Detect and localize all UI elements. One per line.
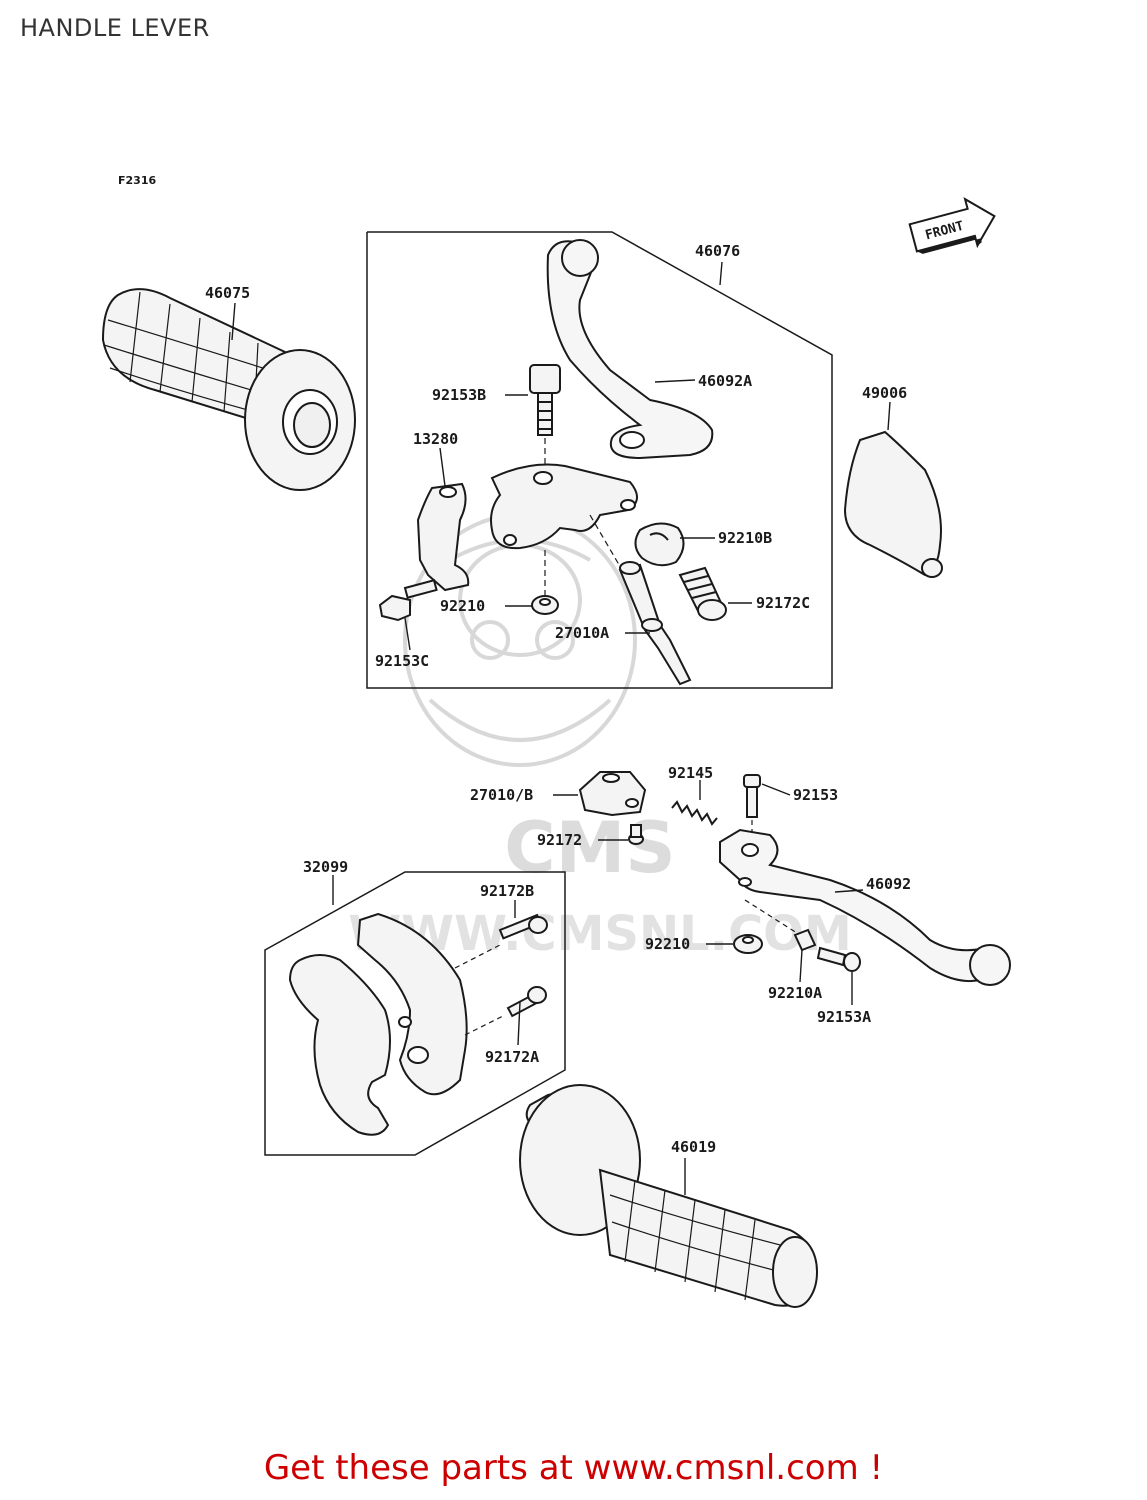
top-group-box (366, 231, 833, 689)
label-92153c: 92153C (375, 652, 429, 670)
bottom-group-box (264, 871, 566, 1156)
bracket-13280 (416, 482, 470, 592)
cable-switch-27010a (618, 561, 692, 686)
label-32099: 32099 (303, 858, 348, 876)
label-92145: 92145 (668, 764, 713, 782)
throttle-housing (288, 912, 468, 1136)
lever-holder (490, 463, 638, 550)
label-92172: 92172 (537, 831, 582, 849)
label-92153b: 92153B (432, 386, 486, 404)
screw-92172b (498, 913, 548, 940)
bolt-92153b (529, 364, 561, 436)
nut-92210a (793, 928, 817, 952)
bolt-92153a (816, 946, 861, 972)
label-92172a: 92172A (485, 1048, 539, 1066)
label-92210-bottom: 92210 (645, 935, 690, 953)
label-13280: 13280 (413, 430, 458, 448)
nut-92210b (634, 522, 685, 567)
label-92210a: 92210A (768, 984, 822, 1002)
watermark-brand: CMS (504, 807, 675, 889)
label-92153a: 92153A (817, 1008, 871, 1026)
label-92153: 92153 (793, 786, 838, 804)
cover-49006 (843, 430, 943, 578)
label-27010a: 27010A (555, 624, 609, 642)
leader-lines (231, 261, 891, 1195)
bolt-92153c (378, 579, 438, 622)
label-46092a: 46092A (698, 372, 752, 390)
label-92210-top: 92210 (440, 597, 485, 615)
part-labels: 46075 46076 46092A 92153B 49006 13280 92… (205, 242, 911, 1156)
left-grip (101, 288, 356, 491)
label-92172c: 92172C (756, 594, 810, 612)
nut-92210-top (531, 595, 559, 615)
front-arrow-icon: FRONT (908, 197, 996, 254)
spring-92145 (671, 800, 718, 826)
screw-92172 (628, 824, 644, 845)
label-27010b: 27010/B (470, 786, 533, 804)
switch-27010b (578, 771, 647, 817)
clutch-lever (546, 239, 714, 460)
label-46092: 46092 (866, 875, 911, 893)
figure-code: F2316 (118, 174, 156, 187)
label-49006: 49006 (862, 384, 907, 402)
label-92172b: 92172B (480, 882, 534, 900)
brake-lever (719, 828, 1011, 986)
bolt-92153 (743, 774, 761, 818)
adjuster-92172c (678, 566, 727, 621)
label-92210b: 92210B (718, 529, 772, 547)
label-46075: 46075 (205, 284, 250, 302)
footer-link[interactable]: Get these parts at www.cmsnl.com ! (263, 1448, 884, 1488)
screw-92172a (506, 986, 547, 1018)
label-46076: 46076 (695, 242, 740, 260)
page-title: HANDLE LEVER (20, 14, 210, 42)
nut-92210-bottom (733, 934, 763, 954)
label-46019: 46019 (671, 1138, 716, 1156)
right-grip (519, 1084, 818, 1308)
